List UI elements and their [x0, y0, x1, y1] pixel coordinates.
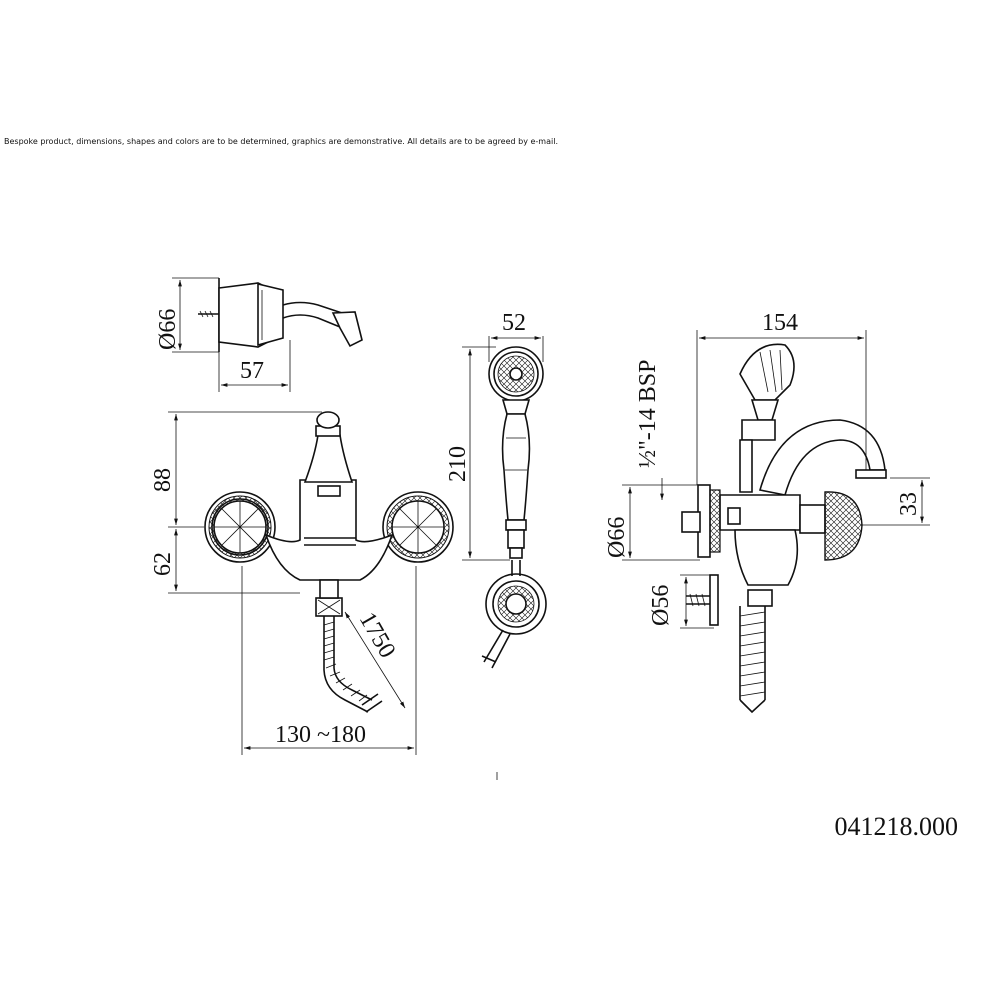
disclaimer-text: Bespoke product, dimensions, shapes and …: [4, 137, 558, 146]
height-upper-label: 88: [150, 468, 176, 492]
handshower-width-label: 52: [502, 310, 526, 336]
holder-diameter-label: Ø66: [155, 309, 181, 350]
holder-depth-label: 57: [240, 358, 264, 384]
spout-height-label: 33: [896, 492, 922, 516]
elbow-diameter-label: Ø56: [648, 585, 674, 626]
thread-spec-label: ½"-14 BSP: [635, 360, 661, 469]
spout-reach-label: 154: [762, 310, 798, 336]
height-lower-label: 62: [150, 552, 176, 576]
centers-label: 130 ~180: [275, 722, 366, 748]
flange-diameter-label: Ø66: [604, 517, 630, 558]
mixer-front-view: 88 62 1750 130 ~180: [150, 411, 454, 755]
handshower-view: 52 210: [445, 310, 547, 669]
hose-length-label: 1750: [354, 608, 401, 663]
shower-holder-view: Ø66 57: [155, 277, 363, 392]
mixer-side-view: 154 ½"-14 BSP Ø66 Ø56 33: [604, 310, 930, 714]
product-code: 041218.000: [834, 812, 959, 841]
handshower-length-label: 210: [445, 446, 471, 482]
